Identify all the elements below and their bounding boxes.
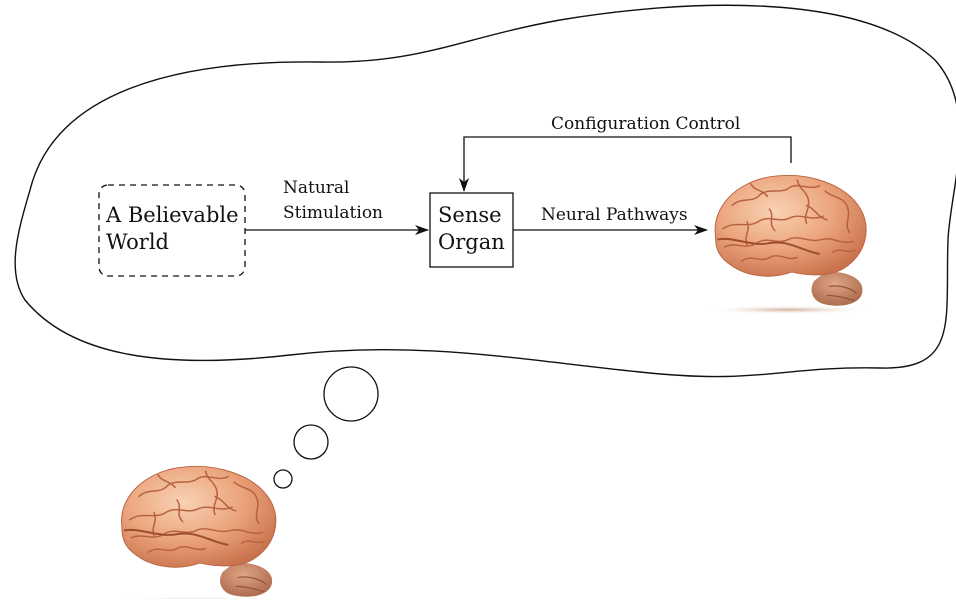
thought-bubble-large — [323, 366, 379, 422]
stimulation-label-1: Natural — [283, 178, 350, 198]
sense-organ-label-2: Organ — [438, 230, 505, 254]
thought-bubble-small — [273, 469, 293, 489]
configuration-control-label: Configuration Control — [551, 114, 740, 134]
believable-world-label-1: A Believable — [105, 203, 239, 227]
thought-bubble-medium — [293, 424, 329, 460]
thought-cloud — [14, 4, 956, 378]
believable-world-label-2: World — [106, 230, 169, 254]
brain-icon-receiver — [701, 174, 875, 316]
configuration-control-arrow — [459, 136, 792, 192]
neural-pathways-label: Neural Pathways — [541, 205, 688, 225]
brain-icon-thinker — [107, 465, 285, 604]
stimulation-label-2: Stimulation — [283, 203, 383, 223]
sense-organ-label-1: Sense — [438, 203, 502, 227]
